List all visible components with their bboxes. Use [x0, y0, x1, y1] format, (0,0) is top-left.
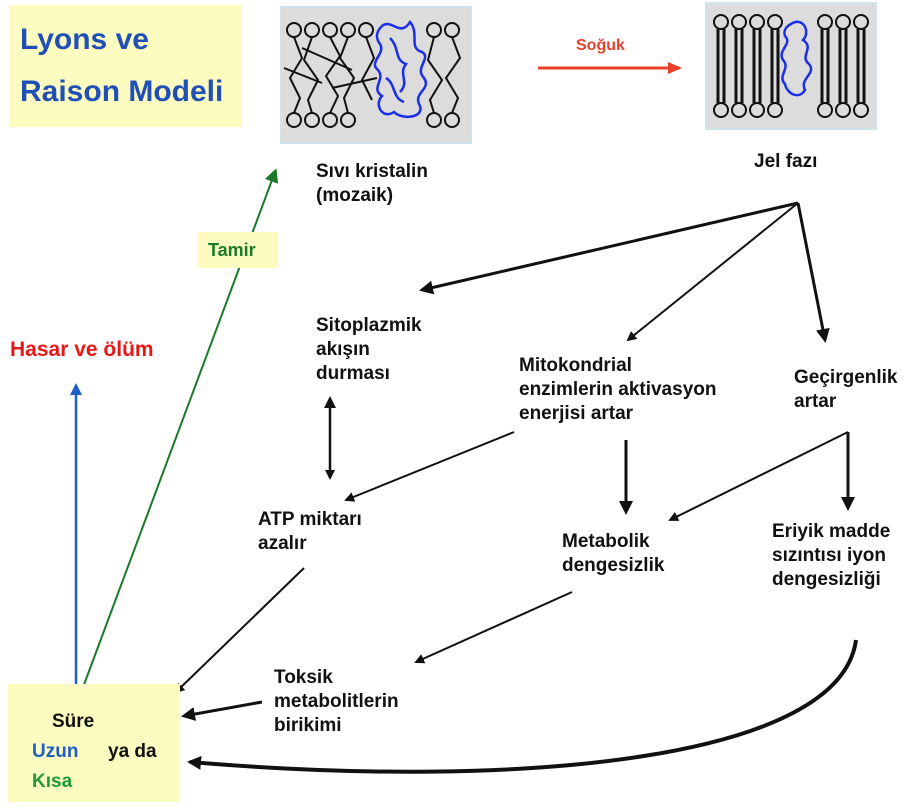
cold-label: Soğuk: [576, 34, 625, 58]
duration-long: Uzun: [32, 740, 78, 764]
permeability-line-1: Geçirgenlik: [794, 366, 898, 390]
duration-box: Süre Uzun ya da Kısa: [8, 684, 180, 802]
toxic-line-1: Toksik: [274, 666, 399, 690]
toxic-line-3: birikimi: [274, 714, 399, 738]
cytoplasmic-line-2: akışın: [316, 338, 422, 362]
atp-line-2: azalır: [258, 532, 362, 556]
solute-label: Eriyik madde sızıntısı iyon dengesizliği: [772, 520, 890, 592]
arrow-gel-to-permeability: [798, 203, 825, 340]
mitochondrial-line-3: enerjisi artar: [519, 402, 716, 426]
mitochondrial-line-1: Mitokondrial: [519, 354, 716, 378]
duration-or: ya da: [108, 740, 157, 764]
liquid-crystal-line-1: Sıvı kristalin: [316, 160, 428, 184]
cytoplasmic-line-1: Sitoplazmik: [316, 314, 422, 338]
duration-short: Kısa: [32, 770, 72, 794]
permeability-line-2: artar: [794, 390, 898, 414]
cytoplasmic-label: Sitoplazmik akışın durması: [316, 314, 422, 386]
arrow-metabolic-to-toxic: [416, 592, 572, 662]
liquid-crystal-line-2: (mozaik): [316, 184, 428, 208]
metabolic-line-1: Metabolik: [562, 530, 664, 554]
arrow-toxic-to-duration: [184, 702, 262, 716]
solute-line-1: Eriyik madde: [772, 520, 890, 544]
mitochondrial-label: Mitokondrial enzimlerin aktivasyon enerj…: [519, 354, 716, 426]
gel-phase-label: Jel fazı: [754, 150, 817, 174]
cytoplasmic-line-3: durması: [316, 362, 422, 386]
permeability-label: Geçirgenlik artar: [794, 366, 898, 414]
metabolic-label: Metabolik dengesizlik: [562, 530, 664, 578]
atp-label: ATP miktarı azalır: [258, 508, 362, 556]
repair-label: Tamir: [208, 238, 256, 262]
liquid-crystal-label: Sıvı kristalin (mozaik): [316, 160, 428, 208]
toxic-line-2: metabolitlerin: [274, 690, 399, 714]
atp-line-1: ATP miktarı: [258, 508, 362, 532]
solute-line-2: sızıntısı iyon: [772, 544, 890, 568]
arrow-gel-to-cytoplasmic: [422, 203, 798, 290]
arrow-permeability-to-metabolic: [670, 432, 848, 520]
metabolic-line-2: dengesizlik: [562, 554, 664, 578]
duration-label: Süre: [52, 710, 94, 734]
repair-box: Tamir: [198, 232, 278, 268]
mitochondrial-line-2: enzimlerin aktivasyon: [519, 378, 716, 402]
toxic-label: Toksik metabolitlerin birikimi: [274, 666, 399, 738]
solute-line-3: dengesizliği: [772, 568, 890, 592]
damage-label: Hasar ve ölüm: [10, 338, 154, 362]
arrow-mitochondrial-to-atp: [346, 432, 514, 500]
